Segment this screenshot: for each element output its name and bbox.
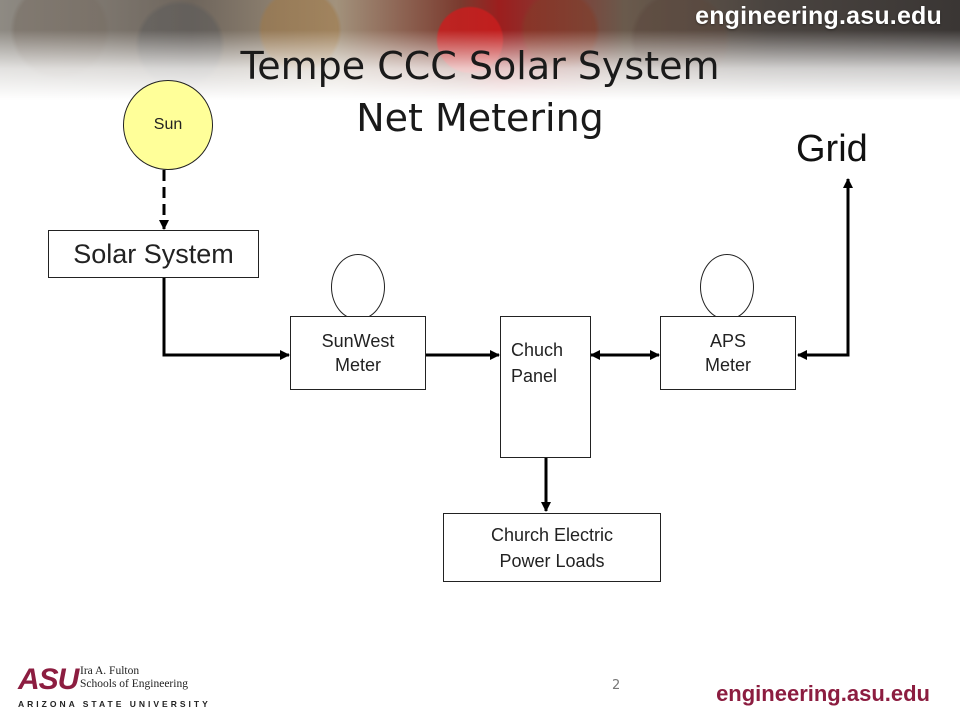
solar-to-sunwest-arrow [162,278,290,360]
sun-node: Sun [123,80,213,170]
brand-url-bottom[interactable]: engineering.asu.edu [716,681,930,706]
solar-system-label: Solar System [73,238,234,269]
grid-label: Grid [796,128,868,170]
school-name: Ira A. Fulton Schools of Engineering [80,665,188,690]
solar-system-box: Solar System [48,230,259,278]
university-name: ARIZONA STATE UNIVERSITY [18,699,211,709]
sunwest-meter-box: SunWest Meter [290,316,426,390]
sunwest-meter-icon [331,254,385,320]
slide-title-line-1: Tempe CCC Solar System [240,44,720,88]
aps-meter-icon [700,254,754,320]
sun-label: Sun [153,116,183,133]
slide-title: Tempe CCC Solar System Net Metering [180,40,780,144]
sunwest-meter-label: SunWest Meter [321,331,395,375]
page-number: 2 [612,678,621,693]
church-loads-box: Church Electric Power Loads [443,513,661,582]
church-panel-label: Chuch Panel [511,340,564,386]
brand-url-top[interactable]: engineering.asu.edu [695,2,942,30]
aps-meter-label: APS Meter [704,331,751,375]
church-panel-box: Chuch Panel [500,316,591,458]
church-loads-label: Church Electric Power Loads [490,524,614,571]
slide-title-line-2: Net Metering [356,96,604,140]
aps-grid-bidirectional-arrow [797,178,853,360]
asu-logo[interactable]: ASU Ira A. Fulton Schools of Engineering… [18,663,218,711]
aps-meter-box: APS Meter [660,316,796,390]
asu-mark: ASU [18,663,79,696]
